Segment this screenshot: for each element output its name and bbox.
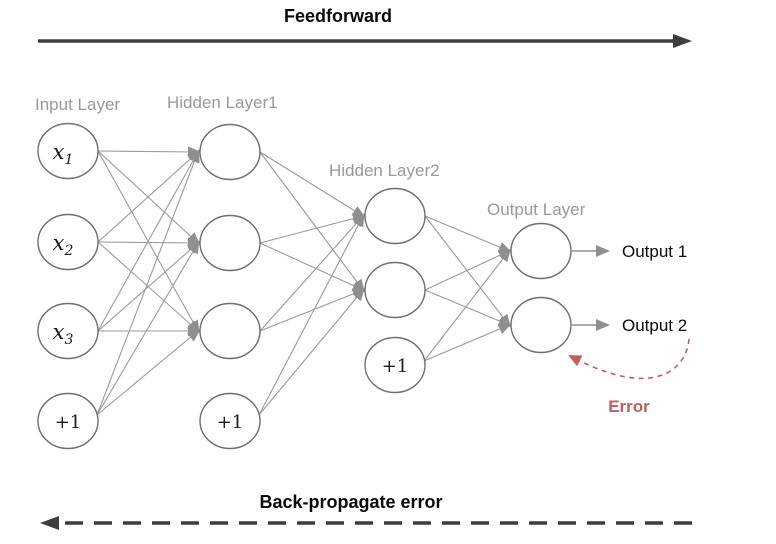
hidden1-node-3 [199,302,261,360]
hidden1-node-1 [199,123,261,181]
input-bias-node [37,392,99,450]
backprop-label: Back-propagate error [259,492,442,512]
hidden-layer1: +1 [199,123,261,450]
input-layer-title: Input Layer [35,95,120,114]
edge [259,213,366,244]
edge [423,248,511,362]
input-node-x2-label: x2 [53,231,74,259]
hidden1-bias-label: +1 [217,412,244,433]
hidden2-bias-node [364,336,426,394]
edge [96,240,200,416]
edge [259,242,366,292]
edge [258,287,365,416]
edge [96,149,200,416]
edge [259,288,366,332]
error-feedback-curve [568,338,690,380]
hidden1-node-2 [199,214,261,272]
edges-hidden1-to-hidden2 [258,151,366,416]
edges-input-to-hidden1 [96,146,201,416]
edge [97,146,201,158]
output-layer [510,222,572,354]
edge [96,329,201,416]
feedforward-label: Feedforward [284,6,392,26]
output2-label: Output 2 [622,316,687,335]
hidden2-node-1 [364,187,426,245]
edge [259,151,366,218]
input-node-x1-label: x1 [53,140,74,168]
edge [97,149,201,243]
output-node-2 [510,296,572,354]
edge [424,249,512,291]
edge [258,213,365,416]
edges-hidden2-to-output [423,215,512,362]
input-bias-label: +1 [55,412,82,433]
output-node-1 [510,222,572,280]
hidden2-node-2 [364,261,426,319]
hidden-layer2: +1 [364,187,426,394]
edge [97,241,201,332]
edge [97,149,200,332]
input-node-x1 [37,122,99,180]
input-node-x2 [37,213,99,271]
edge [259,151,365,293]
output1-label: Output 1 [622,242,687,261]
hidden-layer1-title: Hidden Layer1 [167,93,278,112]
input-node-x3-label: x3 [53,320,74,348]
edge [423,323,512,362]
edge [259,213,366,332]
input-layer: x1 x2 x3 +1 [37,122,99,450]
edge [424,215,512,253]
hidden1-bias-node [199,392,261,450]
error-label: Error [608,397,650,416]
hidden2-bias-label: +1 [382,356,409,377]
input-node-x3 [37,302,99,360]
hidden-layer2-title: Hidden Layer2 [329,161,440,180]
output-layer-title: Output Layer [487,200,586,219]
edge [424,289,512,327]
